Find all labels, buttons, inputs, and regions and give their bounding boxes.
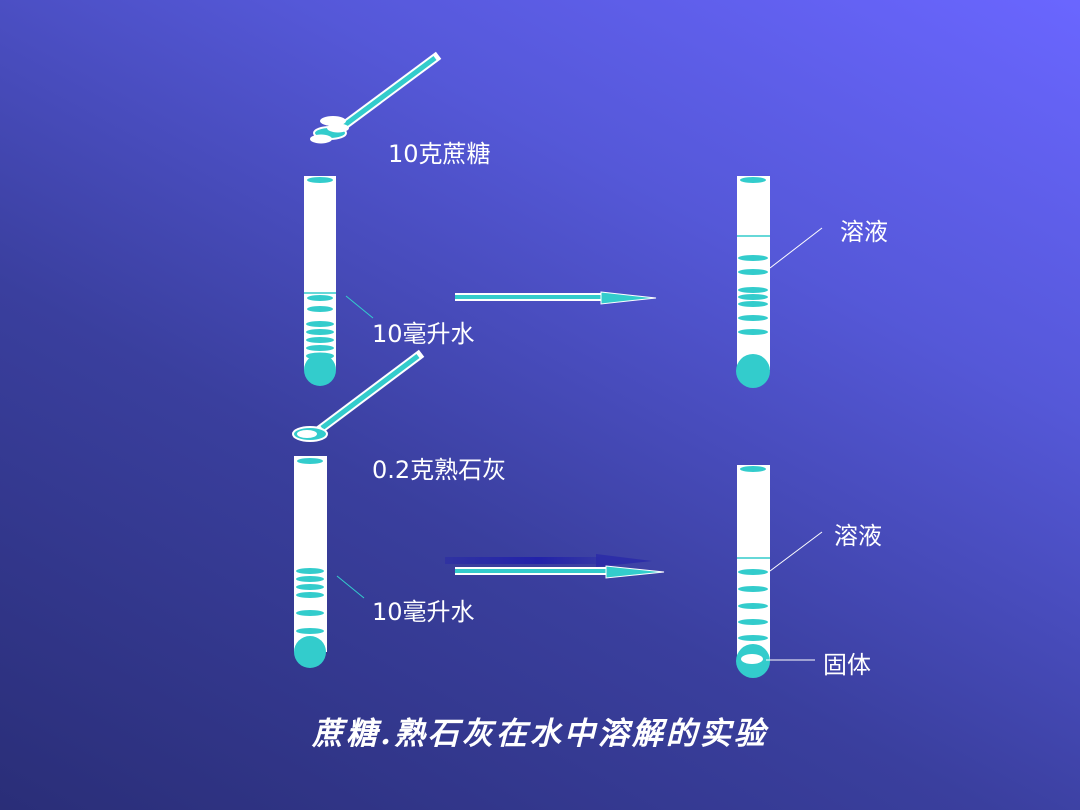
label-water-2: 10毫升水: [372, 598, 475, 626]
label-solution-2: 溶液: [834, 522, 882, 550]
leader-line-solution-1: [769, 227, 823, 269]
solid-precipitate: [741, 654, 763, 664]
label-lime-amount: 0.2克熟石灰: [372, 456, 507, 484]
test-tube-sugar-before: [304, 176, 336, 386]
label-water-1: 10毫升水: [372, 320, 475, 348]
diagram-title: 蔗糖.熟石灰在水中溶解的实验: [312, 716, 768, 752]
leader-line-solution-2: [769, 531, 823, 572]
label-sugar-amount: 10克蔗糖: [388, 140, 491, 168]
leader-line-water-1: [345, 295, 374, 319]
spoon-sugar: [310, 51, 442, 144]
arrow-1: [455, 291, 657, 305]
test-tube-sugar-after: [736, 176, 770, 388]
spoon-lime: [292, 349, 425, 442]
leader-line-water-2: [336, 575, 365, 599]
test-tube-lime-after: [736, 465, 770, 678]
test-tube-lime-before: [294, 456, 327, 668]
arrow-2: [445, 554, 665, 579]
label-solution-1: 溶液: [840, 218, 888, 246]
label-solid: 固体: [823, 651, 871, 679]
